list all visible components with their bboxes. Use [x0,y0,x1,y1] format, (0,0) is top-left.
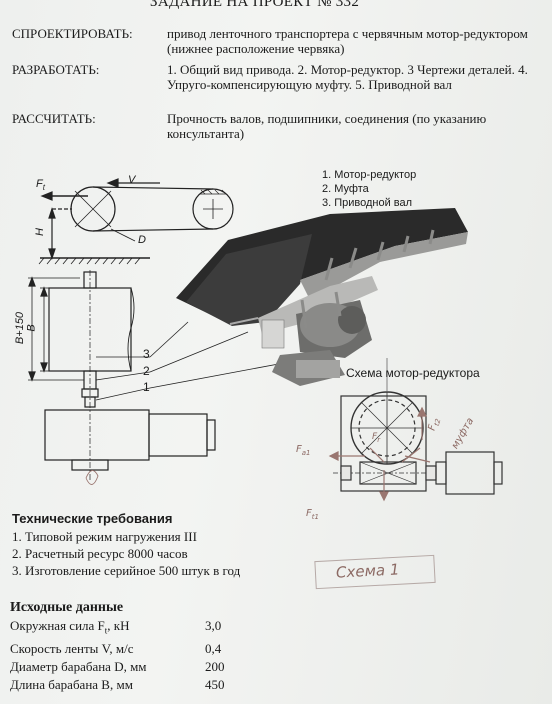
input-value: 450 [205,676,225,692]
hand-f-t1: Ft1 [306,508,319,521]
input-value: 3,0 [205,618,222,633]
input-sub: t [104,625,108,636]
task-value-develop: 1. Общий вид привода. 2. Мотор-редуктор.… [167,62,528,92]
task-value-calculate: Прочность валов, подшипники, соединения … [167,111,487,141]
label-ft-sub: t [42,183,45,193]
hand-f-a1: Fa1 [296,444,311,457]
conveyor-photo [176,208,468,386]
figure-legend: 1. Мотор-редуктор 2. Муфта 3. Приводной … [322,168,416,210]
label-b: B [25,324,38,332]
inputs-row: Длина барабана B, мм 450 [10,676,265,694]
inputs-row: Скорость ленты V, м/с 0,4 [10,640,265,658]
input-value: 200 [205,658,225,674]
input-name: Скорость ленты V, м/с [10,640,134,656]
input-value: 0,4 [205,640,222,656]
requirement-item: 1. Типовой режим нагружения III [12,529,197,544]
callout-2: 2 [143,364,150,378]
inputs-row: Окружная сила Ft, кН 3,0 [10,617,265,640]
task-label-calculate: РАССЧИТАТЬ: [12,111,96,126]
task-label-develop: РАЗРАБОТАТЬ: [12,62,100,77]
input-name: Длина барабана B, мм [10,676,133,692]
hand-f-r: Fr [372,432,381,444]
handwritten-force-arrows [85,406,431,502]
handwritten-stamp: Схема 1 [335,560,400,582]
legend-item: 3. Приводной вал [322,197,413,209]
callout-1: 1 [143,380,150,394]
schema-caption: Схема мотор-редуктора [346,366,480,380]
label-d: D [138,234,146,246]
label-b150: B+150 [14,311,27,345]
task-label-design: СПРОЕКТИРОВАТЬ: [12,26,133,41]
requirement-item: 2. Расчетный ресурс 8000 часов [12,546,188,561]
legend-item: 1. Мотор-редуктор [322,169,417,181]
requirement-item: 3. Изготовление серийное 500 штук в год [12,563,241,578]
conveyor-scheme [38,178,234,265]
inputs-row: Диаметр барабана D, мм 200 [10,658,265,676]
input-name: Окружная сила F [10,618,105,633]
input-unit: , кН [107,618,130,633]
shaft-assembly-drawing [28,270,301,480]
input-name: Диаметр барабана D, мм [10,658,147,674]
callout-3: 3 [143,347,150,361]
legend-item: 2. Муфта [322,183,369,195]
requirements-list: 1. Типовой режим нагружения III 2. Расче… [12,528,240,579]
inputs-heading: Исходные данные [10,600,124,615]
page-title: ЗАДАНИЕ НА ПРОЕКТ № 332 [150,0,360,10]
requirements-heading: Технические требования [12,511,173,526]
label-ft: F [36,178,43,190]
label-h: H [33,228,46,236]
task-value-design: привод ленточного транспортера с червячн… [167,26,528,56]
inputs-table: Окружная сила Ft, кН 3,0 Скорость ленты … [10,617,265,694]
label-v: V [128,174,136,186]
